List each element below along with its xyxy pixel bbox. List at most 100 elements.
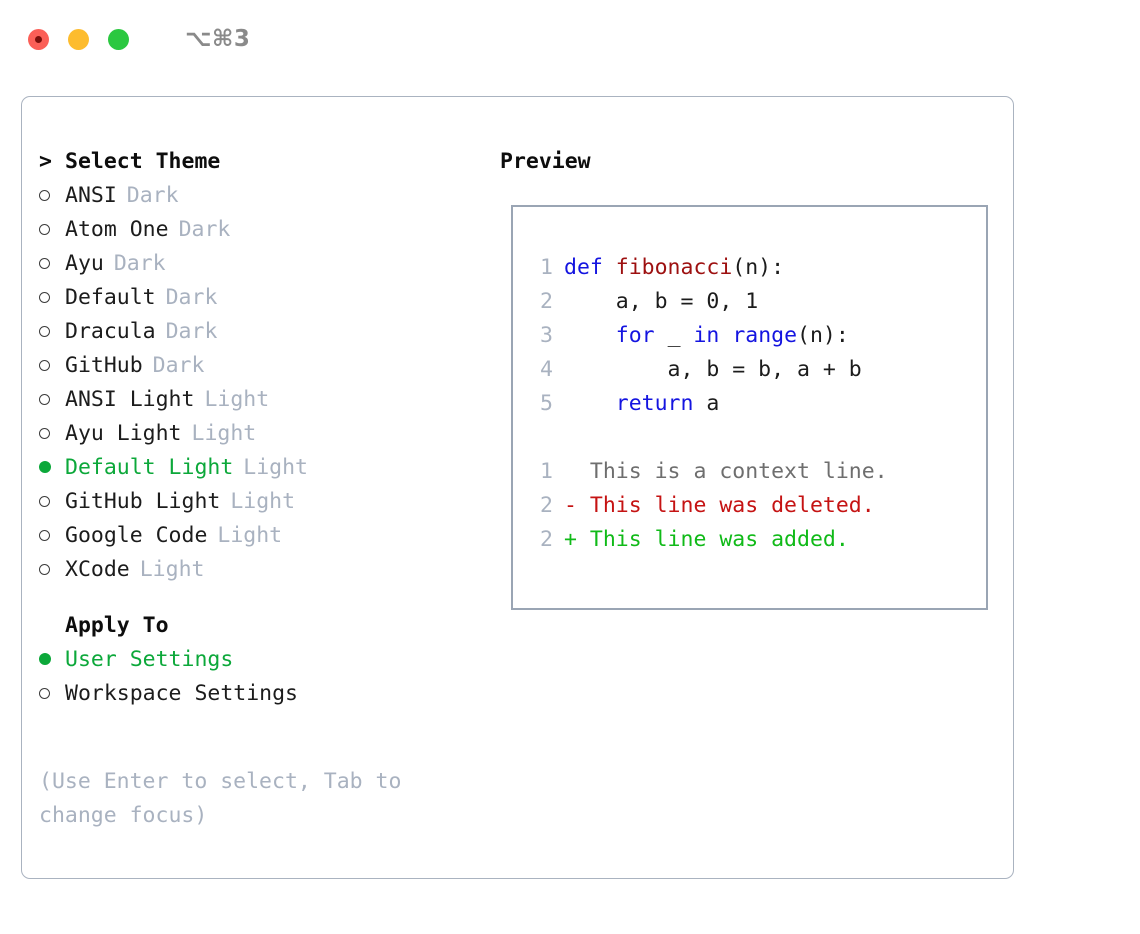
code-diff-spacer	[527, 421, 986, 455]
radio-unselected-icon	[39, 518, 65, 552]
theme-name-label: Ayu Light	[65, 421, 182, 446]
radio-ring-icon	[39, 359, 50, 371]
theme-variant-tag: Dark	[126, 183, 179, 208]
code-line: 2 a, b = 0, 1	[527, 285, 986, 319]
diff-text: This is a context line.	[589, 459, 888, 484]
code-token	[719, 323, 732, 348]
code-line-number: 1	[540, 255, 553, 280]
theme-list-item[interactable]: Default Light Light	[39, 451, 489, 485]
radio-unselected-icon	[39, 484, 65, 518]
theme-list-item[interactable]: Google Code Light	[39, 519, 489, 553]
diff-line-content: + This line was added.	[564, 523, 849, 557]
theme-variant-tag: Dark	[165, 285, 218, 310]
radio-ring-icon	[39, 495, 50, 507]
code-token	[564, 391, 616, 416]
preview-title: Preview	[500, 149, 591, 174]
diff-line: 2 + This line was added.	[527, 523, 986, 557]
section-spacer	[39, 587, 489, 609]
radio-ring-icon	[39, 223, 50, 235]
theme-variant-tag: Dark	[113, 251, 166, 276]
apply-to-option[interactable]: Workspace Settings	[39, 677, 489, 711]
diff-line-number: 2	[540, 493, 553, 518]
diff-line-number: 1	[540, 459, 553, 484]
code-line-content: return a	[564, 387, 720, 421]
theme-name-label: GitHub	[65, 353, 143, 378]
close-button[interactable]	[28, 28, 49, 50]
radio-unselected-icon	[39, 552, 65, 586]
code-token: in	[693, 323, 720, 348]
radio-ring-icon	[39, 687, 50, 699]
diff-line-number: 2	[540, 527, 553, 552]
code-token	[564, 323, 616, 348]
theme-list-item[interactable]: Default Dark	[39, 281, 489, 315]
radio-dot-icon	[39, 653, 51, 665]
code-line-content: a, b = b, a + b	[564, 353, 862, 387]
code-line-number: 5	[540, 391, 553, 416]
theme-list-item[interactable]: GitHub Dark	[39, 349, 489, 383]
code-line: 3 for _ in range(n):	[527, 319, 986, 353]
code-token: (n):	[732, 255, 785, 280]
theme-name-label: Default	[65, 285, 156, 310]
code-line-number: 2	[540, 289, 553, 314]
theme-name-label: XCode	[65, 557, 130, 582]
minimize-button[interactable]	[68, 28, 89, 50]
theme-list-item[interactable]: GitHub Light Light	[39, 485, 489, 519]
recording-indicator-icon	[35, 35, 42, 43]
code-line: 5 return a	[527, 387, 986, 421]
theme-variant-tag: Light	[217, 523, 283, 548]
theme-name-label: Google Code	[65, 523, 208, 548]
code-token: a, b = 0, 1	[564, 289, 759, 314]
diff-sign	[564, 459, 590, 484]
theme-variant-tag: Light	[191, 421, 257, 446]
code-line-content: a, b = 0, 1	[564, 285, 758, 319]
theme-name-label: Default Light	[65, 455, 234, 480]
code-token: return	[615, 391, 694, 416]
radio-ring-icon	[39, 257, 50, 269]
code-token: for	[615, 323, 655, 348]
code-token: a, b = b, a + b	[564, 357, 862, 382]
radio-unselected-icon	[39, 314, 65, 348]
diff-line: 1 This is a context line.	[527, 455, 986, 489]
radio-ring-icon	[39, 291, 50, 303]
radio-unselected-icon	[39, 280, 65, 314]
radio-unselected-icon	[39, 246, 65, 280]
maximize-button[interactable]	[108, 28, 129, 50]
theme-variant-tag: Light	[204, 387, 270, 412]
apply-to-heading: Apply To	[39, 609, 489, 643]
theme-name-label: GitHub Light	[65, 489, 221, 514]
radio-unselected-icon	[39, 212, 65, 246]
theme-name-label: ANSI Light	[65, 387, 195, 412]
select-theme-label: Select Theme	[65, 149, 221, 174]
diff-sign: -	[564, 493, 590, 518]
theme-list-item[interactable]: Ayu Light Light	[39, 417, 489, 451]
theme-variant-tag: Light	[243, 455, 309, 480]
traffic-light-group	[28, 28, 129, 50]
diff-line: 2 - This line was deleted.	[527, 489, 986, 523]
theme-variant-tag: Dark	[152, 353, 205, 378]
code-line-number: 4	[540, 357, 553, 382]
code-line-content: for _ in range(n):	[564, 319, 849, 353]
select-theme-header: > Select Theme	[39, 145, 489, 179]
diff-text: This line was added.	[589, 527, 849, 552]
caret-icon: >	[39, 149, 52, 174]
diff-sample: 1 This is a context line.2- This line wa…	[527, 455, 986, 557]
diff-line-content: This is a context line.	[564, 455, 888, 489]
radio-ring-icon	[39, 393, 50, 405]
apply-to-option[interactable]: User Settings	[39, 643, 489, 677]
radio-selected-icon	[39, 450, 65, 484]
theme-variant-tag: Light	[230, 489, 296, 514]
radio-unselected-icon	[39, 382, 65, 416]
diff-line-content: - This line was deleted.	[564, 489, 875, 523]
code-token: def	[564, 255, 616, 280]
theme-list-item[interactable]: ANSI Light Light	[39, 383, 489, 417]
